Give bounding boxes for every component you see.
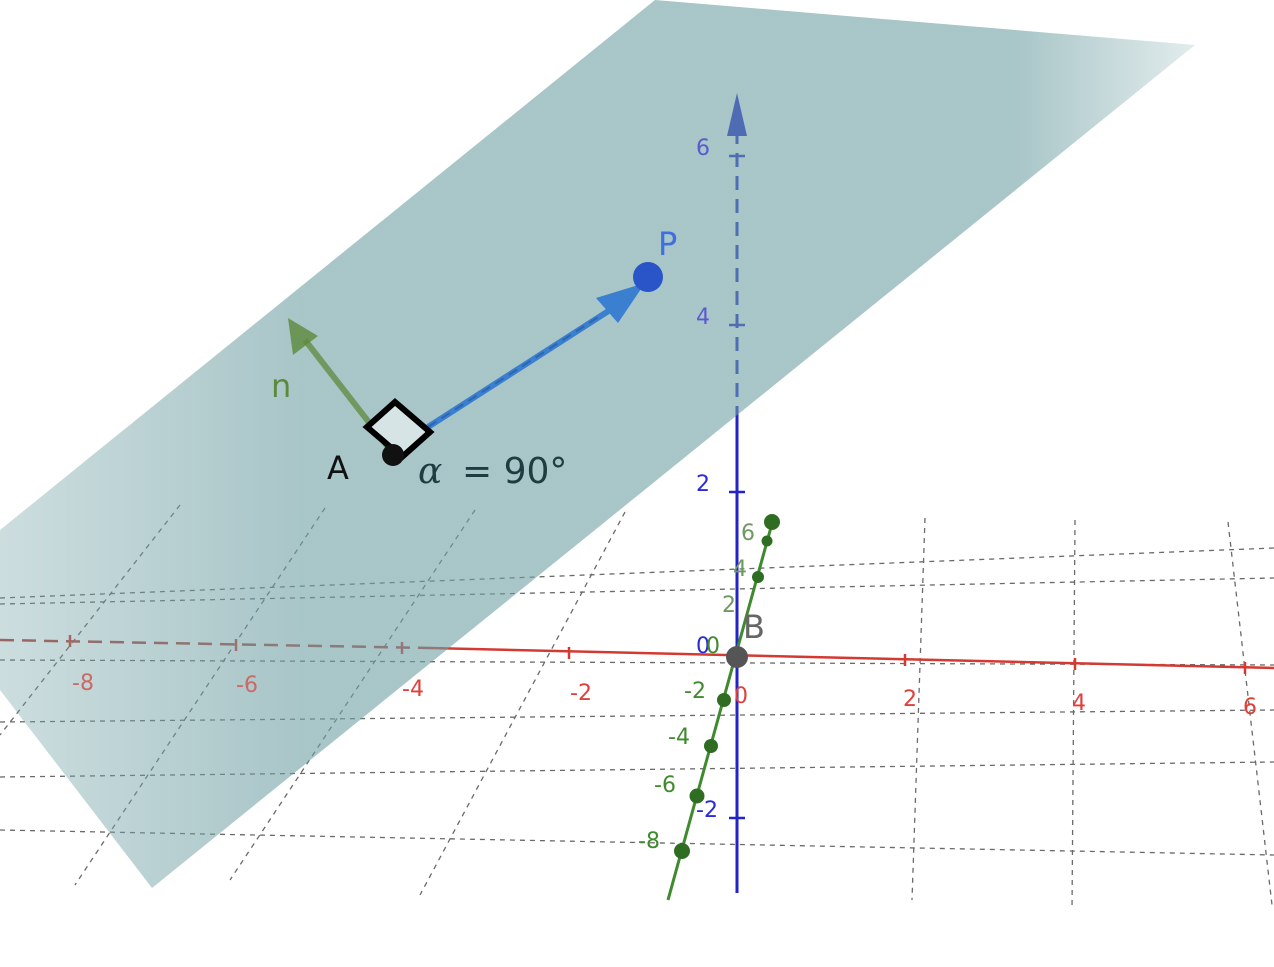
vector-ap-arrowhead — [596, 283, 645, 323]
x-axis[interactable] — [429, 646, 1274, 670]
point-a-label: A — [327, 449, 349, 487]
point-p[interactable] — [633, 262, 663, 292]
y-axis[interactable] — [666, 519, 775, 901]
point-p-label: P — [658, 225, 677, 263]
y-tick-label: 4 — [733, 557, 747, 582]
point-b[interactable] — [726, 646, 748, 668]
x-tick-label: 2 — [903, 687, 917, 712]
vector-n-label: n — [271, 367, 291, 405]
z-tick-label: 6 — [696, 136, 710, 161]
y-tick-label: 6 — [741, 521, 755, 546]
vector-n-arrowhead — [288, 318, 318, 355]
y-tick-label: -8 — [638, 829, 660, 854]
y-tick-label: -6 — [654, 773, 676, 798]
y-tick-label: -2 — [684, 679, 706, 704]
x-tick-label: -6 — [236, 673, 258, 698]
point-b-label: B — [743, 608, 765, 646]
angle-symbol: α — [418, 451, 442, 492]
point-a[interactable] — [382, 444, 404, 466]
y-tick-label: -4 — [668, 725, 690, 750]
x-tick-label: -4 — [402, 677, 424, 702]
y-tick-label: 0 — [706, 634, 720, 659]
x-tick-label: 4 — [1072, 691, 1086, 716]
x-axis-labels: -8 -6 -4 -2 0 2 4 6 — [72, 671, 1257, 720]
x-tick-label: -8 — [72, 671, 94, 696]
vector-ap-dashed — [427, 315, 601, 428]
angle-value: = 90° — [462, 451, 567, 492]
angle-label: α = 90° — [418, 451, 567, 492]
z-tick-label: -2 — [696, 798, 718, 823]
x-tick-label: 6 — [1243, 695, 1257, 720]
y-axis-labels: 6 4 2 0 -2 -4 -6 -8 — [638, 521, 755, 854]
z-tick-label: 0 — [696, 634, 710, 659]
z-axis-tick-marks-lower — [729, 490, 745, 820]
x-tick-label: -2 — [570, 681, 592, 706]
z-tick-label: 4 — [696, 305, 710, 330]
z-axis-labels: 6 4 2 0 -2 — [696, 136, 718, 823]
z-tick-label: 2 — [696, 472, 710, 497]
x-tick-label: 0 — [734, 684, 748, 709]
y-tick-label: 2 — [722, 593, 736, 618]
y-axis-tick-dots — [674, 514, 780, 859]
plane-surface[interactable] — [0, 0, 1195, 888]
